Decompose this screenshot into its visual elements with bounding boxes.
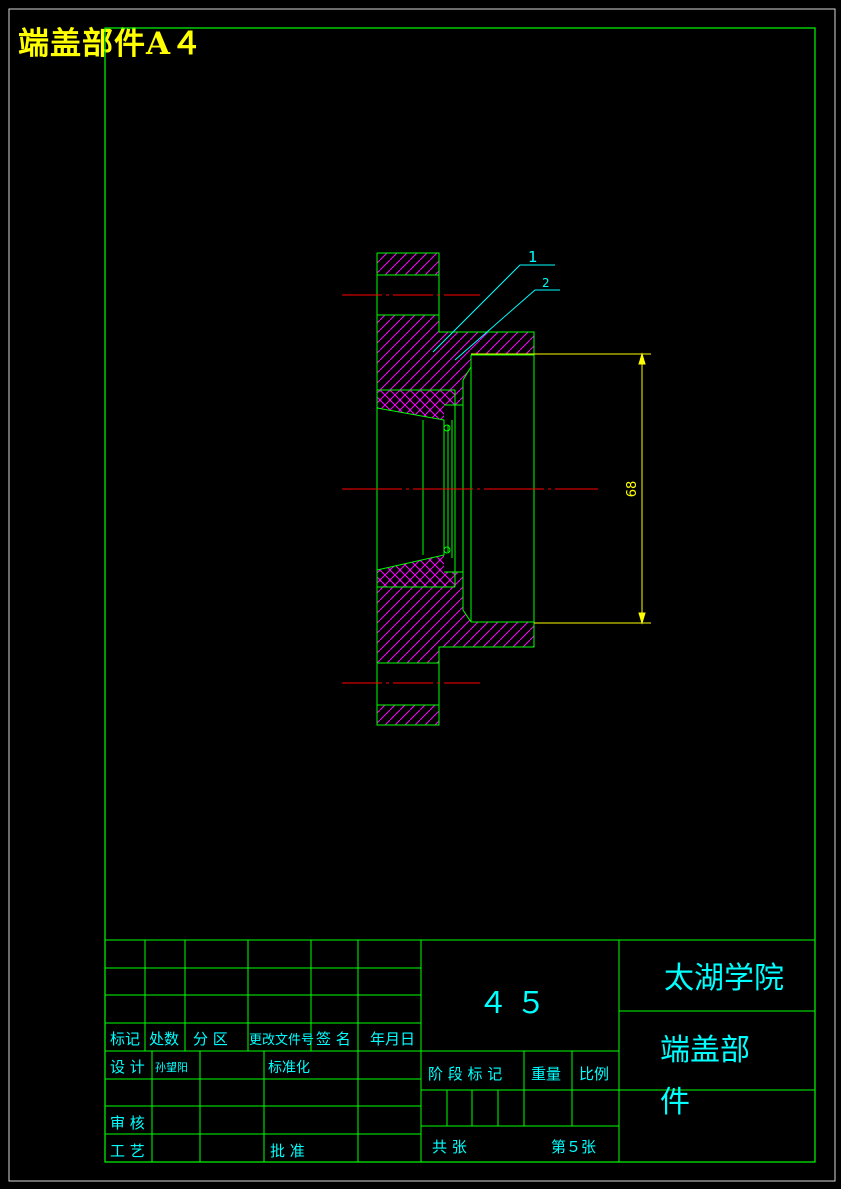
school-name: 太湖学院: [664, 961, 784, 996]
material: ４５: [478, 986, 554, 1021]
hdr-zone: 分 区: [193, 1030, 228, 1048]
hdr-signature: 签 名: [316, 1030, 351, 1048]
part-name-line2: 件: [660, 1085, 690, 1120]
process-label: 工 艺: [110, 1142, 145, 1160]
dimension-68-label: 68: [625, 481, 640, 498]
hdr-change-doc: 更改文件号: [249, 1033, 314, 1048]
total-sheets: 共 张: [432, 1138, 467, 1156]
review-label: 审 核: [110, 1114, 145, 1132]
part-section-view: 68 1 2: [342, 248, 651, 726]
title-block: [105, 939, 815, 1162]
hdr-mark: 标记: [110, 1030, 140, 1048]
stage-label: 阶 段 标 记: [428, 1065, 502, 1083]
designer-name: 孙望阳: [155, 1061, 188, 1074]
approve-label: 批 准: [270, 1142, 305, 1160]
part-name-line1: 端盖部: [660, 1033, 750, 1068]
dimension-68: [471, 352, 651, 625]
weight-label: 重量: [531, 1065, 561, 1083]
drawing-title: 端盖部件A４: [18, 26, 204, 62]
hdr-date: 年月日: [370, 1030, 415, 1048]
design-label: 设 计: [110, 1058, 145, 1076]
outer-border: [8, 8, 836, 1182]
inner-frame: [104, 27, 816, 1163]
sheet-number: 第５张: [551, 1138, 596, 1156]
standardize-label: 标准化: [268, 1060, 310, 1076]
hdr-count: 处数: [149, 1030, 179, 1048]
callout-1: 1: [528, 248, 538, 266]
callout-2: 2: [542, 276, 550, 290]
scale-label: 比例: [579, 1065, 609, 1083]
